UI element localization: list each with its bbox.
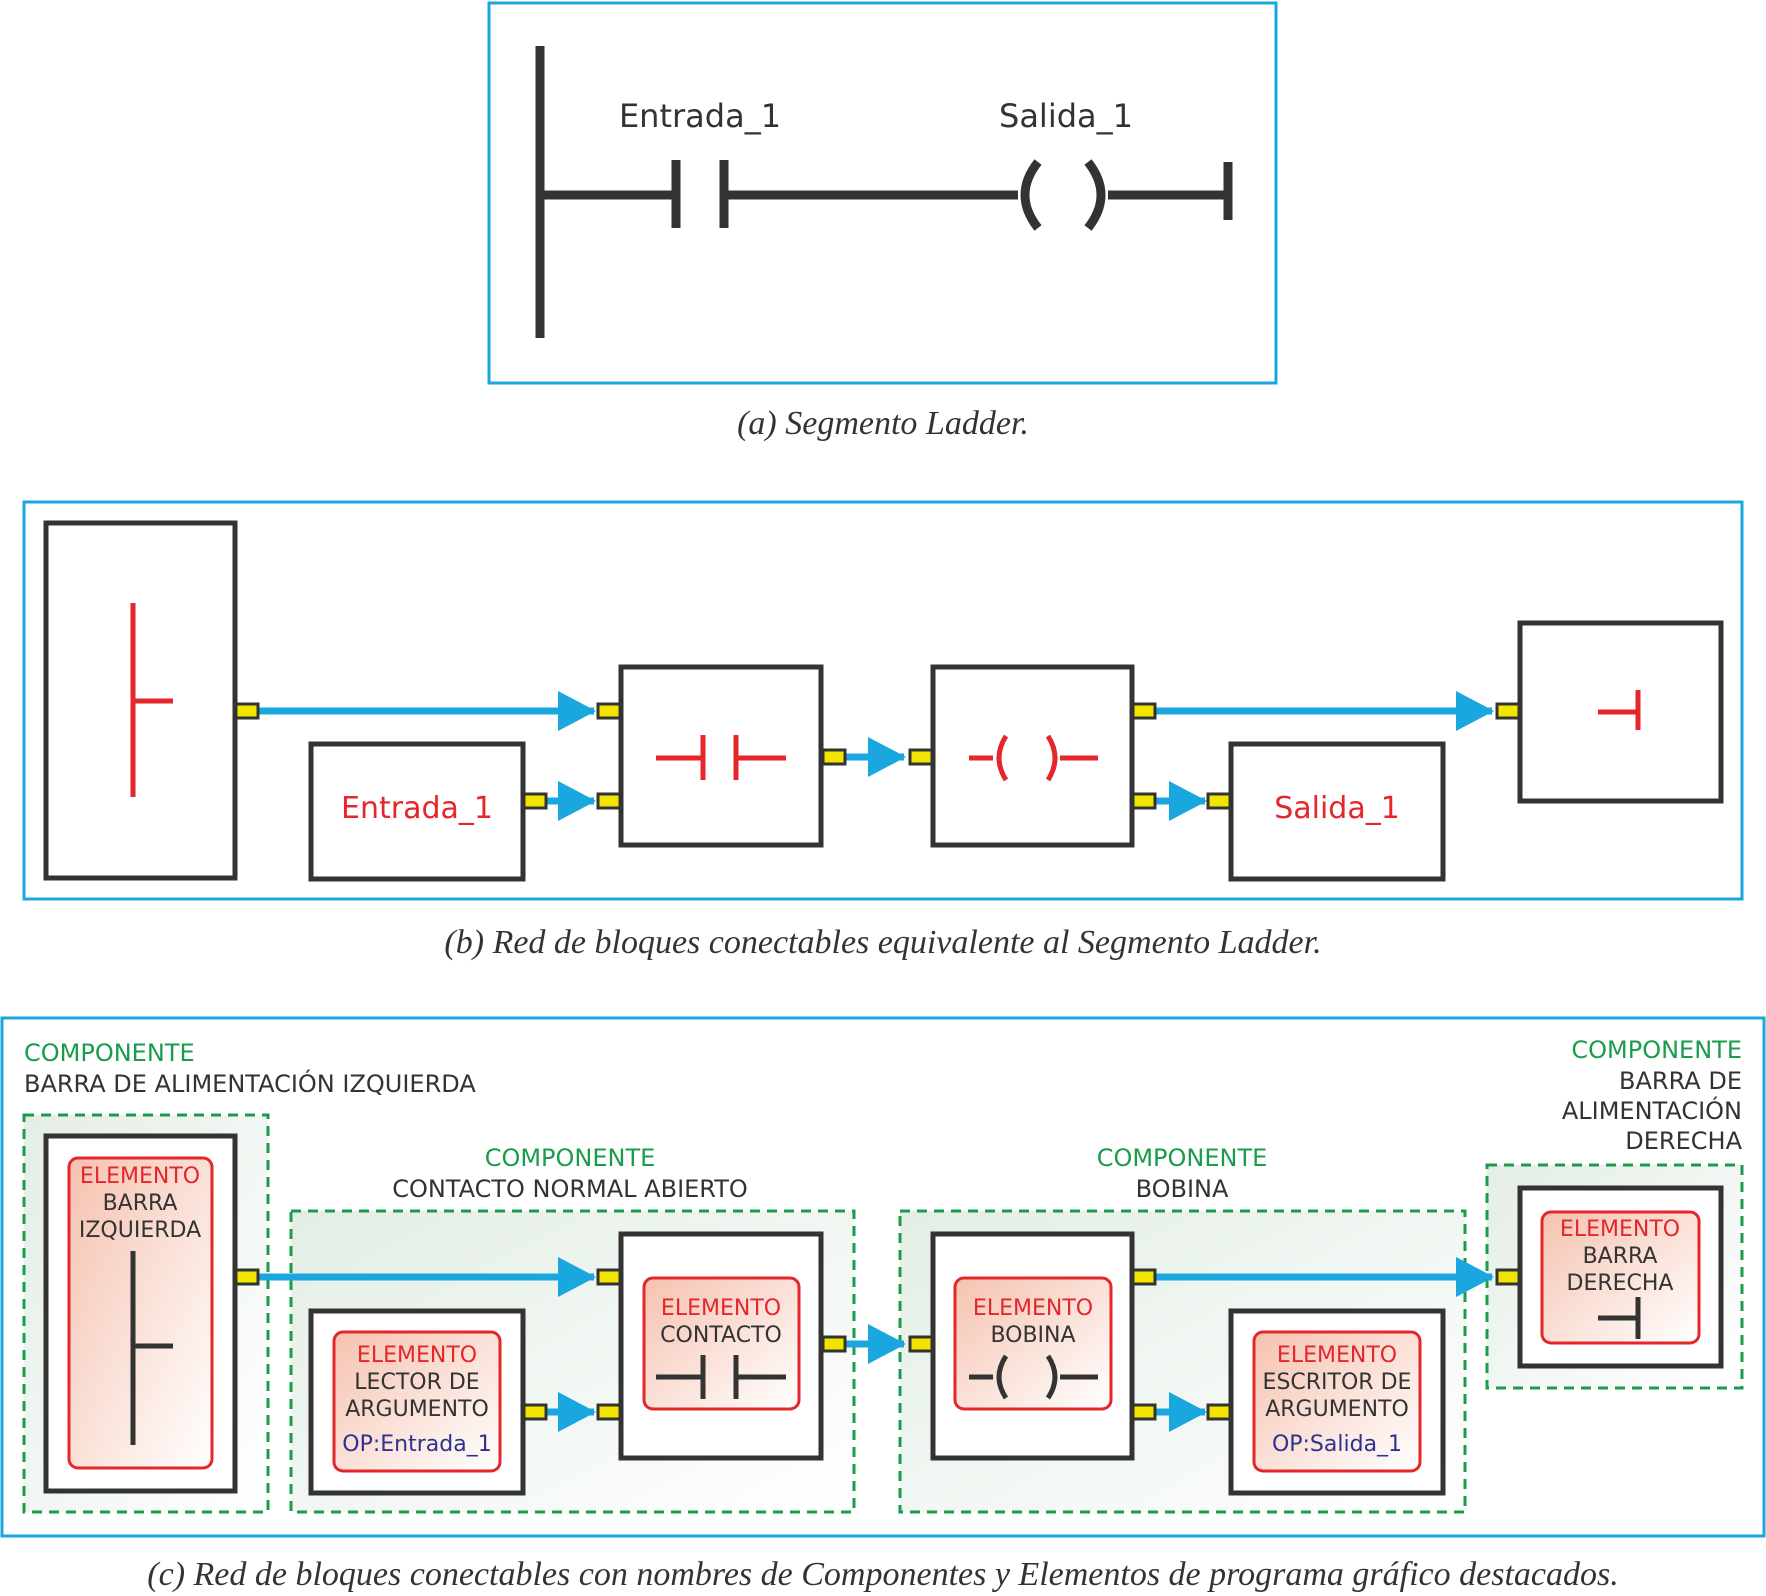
panel-a-ladder-segment: Entrada_1 Salida_1 (a) Segmento Ladder. <box>487 1 1278 442</box>
element-reader-heading: ELEMENTO <box>357 1343 477 1368</box>
element-coil-name: BOBINA <box>990 1323 1075 1348</box>
element-left-name-2: IZQUIERDA <box>79 1218 201 1243</box>
port-b-rail-in <box>1495 702 1521 720</box>
symbol-c-coil-arc-l <box>996 1354 1009 1400</box>
arrowhead-c-2 <box>558 1392 596 1432</box>
component-right-name-line-3: DERECHA <box>1625 1127 1742 1155</box>
port-b-contact-out <box>821 748 847 766</box>
element-right-heading: ELEMENTO <box>1560 1217 1680 1242</box>
element-writer-box <box>1252 1330 1422 1473</box>
component-right-heading: COMPONENTE <box>1571 1036 1742 1064</box>
port-b-contact-in-1 <box>596 702 622 720</box>
element-contact-heading: ELEMENTO <box>661 1296 781 1321</box>
element-writer-op: OP:Salida_1 <box>1272 1432 1402 1457</box>
element-writer-name-2: ARGUMENTO <box>1265 1397 1409 1422</box>
element-right-rail-box <box>1540 1210 1701 1345</box>
block-b-contact <box>618 664 824 848</box>
component-right-name-line-1: BARRA DE <box>1619 1067 1742 1095</box>
port-b-coil-out-2 <box>1131 792 1157 810</box>
port-b-rail-out <box>234 702 260 720</box>
port-c-rail-in <box>1495 1268 1521 1286</box>
port-c-contact-out <box>821 1335 847 1353</box>
arrowhead-b-5 <box>1169 781 1207 821</box>
port-c-reader-out <box>522 1403 548 1421</box>
arrowhead-c-5 <box>1169 1392 1207 1432</box>
port-b-salida-in <box>1206 792 1232 810</box>
element-reader-name-1: LECTOR DE <box>354 1370 479 1395</box>
component-coil-name: BOBINA <box>1136 1175 1229 1203</box>
panel-b-frame <box>22 500 1744 901</box>
component-contact-heading: COMPONENTE <box>485 1144 656 1172</box>
component-coil-heading: COMPONENTE <box>1097 1144 1268 1172</box>
port-b-entrada-out <box>522 792 548 810</box>
block-b-salida <box>1228 741 1446 882</box>
block-b-entrada <box>308 741 526 882</box>
ladder-coil-left-arc <box>1020 159 1042 231</box>
port-c-coil-in <box>908 1335 934 1353</box>
element-left-rail-box <box>67 1156 214 1470</box>
symbol-b-coil-arc-r <box>1045 734 1058 782</box>
block-b-entrada-label: Entrada_1 <box>341 791 493 826</box>
ladder-coil-right-arc <box>1084 159 1106 231</box>
arrowhead-c-3 <box>868 1324 906 1364</box>
element-contact-name: CONTACTO <box>660 1323 782 1348</box>
port-b-coil-out-1 <box>1131 702 1157 720</box>
element-right-name-2: DERECHA <box>1567 1271 1674 1296</box>
component-right-name-line-2: ALIMENTACIÓN <box>1562 1095 1742 1125</box>
component-left-heading: COMPONENTE <box>24 1039 195 1067</box>
caption-b: (b) Red de bloques conectables equivalen… <box>444 924 1321 961</box>
port-c-writer-in <box>1206 1403 1232 1421</box>
port-b-coil-in <box>908 748 934 766</box>
element-reader-op: OP:Entrada_1 <box>342 1432 491 1457</box>
element-right-name-1: BARRA <box>1583 1244 1658 1269</box>
port-c-contact-in-1 <box>596 1268 622 1286</box>
caption-c: (c) Red de bloques conectables con nombr… <box>147 1556 1618 1593</box>
element-reader-box <box>332 1330 502 1473</box>
caption-a: (a) Segmento Ladder. <box>737 405 1029 442</box>
port-b-contact-in-2 <box>596 792 622 810</box>
arrowhead-b-3 <box>868 737 906 777</box>
element-left-heading: ELEMENTO <box>80 1164 200 1189</box>
ladder-input-label: Entrada_1 <box>619 97 781 135</box>
arrowhead-c-1 <box>558 1257 596 1297</box>
arrowhead-b-4 <box>1456 691 1494 731</box>
element-reader-name-2: ARGUMENTO <box>345 1397 489 1422</box>
port-c-coil-out-2 <box>1131 1403 1157 1421</box>
block-b-coil <box>930 664 1135 848</box>
component-left-name: BARRA DE ALIMENTACIÓN IZQUIERDA <box>24 1068 476 1098</box>
panel-b-block-network: Entrada_1 Salida_1 (b) Red de bloques co… <box>22 500 1744 961</box>
port-c-coil-out-1 <box>1131 1268 1157 1286</box>
element-left-name-1: BARRA <box>103 1191 178 1216</box>
panel-c-annotated-network: COMPONENTE BARRA DE ALIMENTACIÓN IZQUIER… <box>0 1016 1766 1593</box>
element-writer-heading: ELEMENTO <box>1277 1343 1397 1368</box>
symbol-b-coil-arc-l <box>996 734 1009 782</box>
arrowhead-c-4 <box>1456 1257 1494 1297</box>
element-coil-heading: ELEMENTO <box>973 1296 1093 1321</box>
component-contact-name: CONTACTO NORMAL ABIERTO <box>392 1175 748 1203</box>
port-c-rail-out <box>234 1268 260 1286</box>
element-writer-name-1: ESCRITOR DE <box>1263 1370 1412 1395</box>
symbol-c-coil-arc-r <box>1045 1354 1058 1400</box>
ladder-output-label: Salida_1 <box>999 97 1133 135</box>
arrowhead-b-1 <box>558 691 596 731</box>
arrowhead-b-2 <box>558 781 596 821</box>
block-b-salida-label: Salida_1 <box>1274 791 1400 826</box>
port-c-contact-in-2 <box>596 1403 622 1421</box>
